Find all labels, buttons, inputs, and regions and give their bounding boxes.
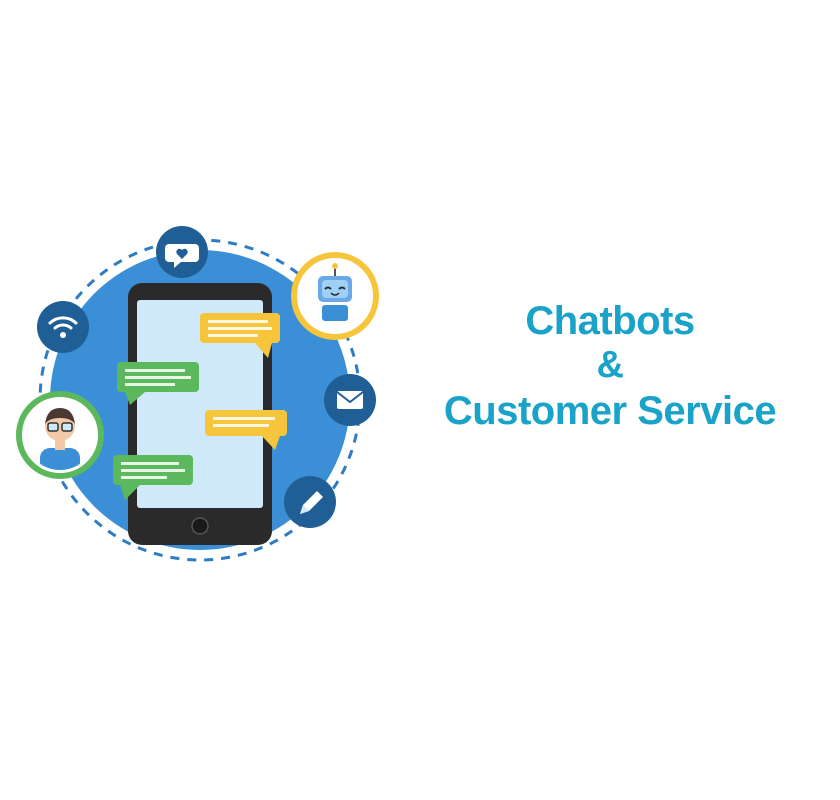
headline: Chatbots & Customer Service: [420, 300, 800, 432]
bubble-yellow-top: [200, 313, 280, 358]
bubble-green-top: [117, 362, 199, 405]
bubble-green-bottom: [113, 455, 193, 500]
heart-chat-icon: [156, 226, 208, 278]
headline-line-chatbots: Chatbots: [525, 299, 695, 343]
headline-line-ampersand: &: [596, 344, 624, 386]
bubble-yellow-bottom: [205, 410, 287, 450]
user-avatar-icon: [16, 391, 104, 479]
pencil-icon: [284, 476, 336, 528]
chatbot-avatar-icon: [291, 252, 379, 340]
mail-icon: [324, 374, 376, 426]
headline-line-customer-service: Customer Service: [443, 388, 777, 433]
wifi-icon: [37, 301, 89, 353]
